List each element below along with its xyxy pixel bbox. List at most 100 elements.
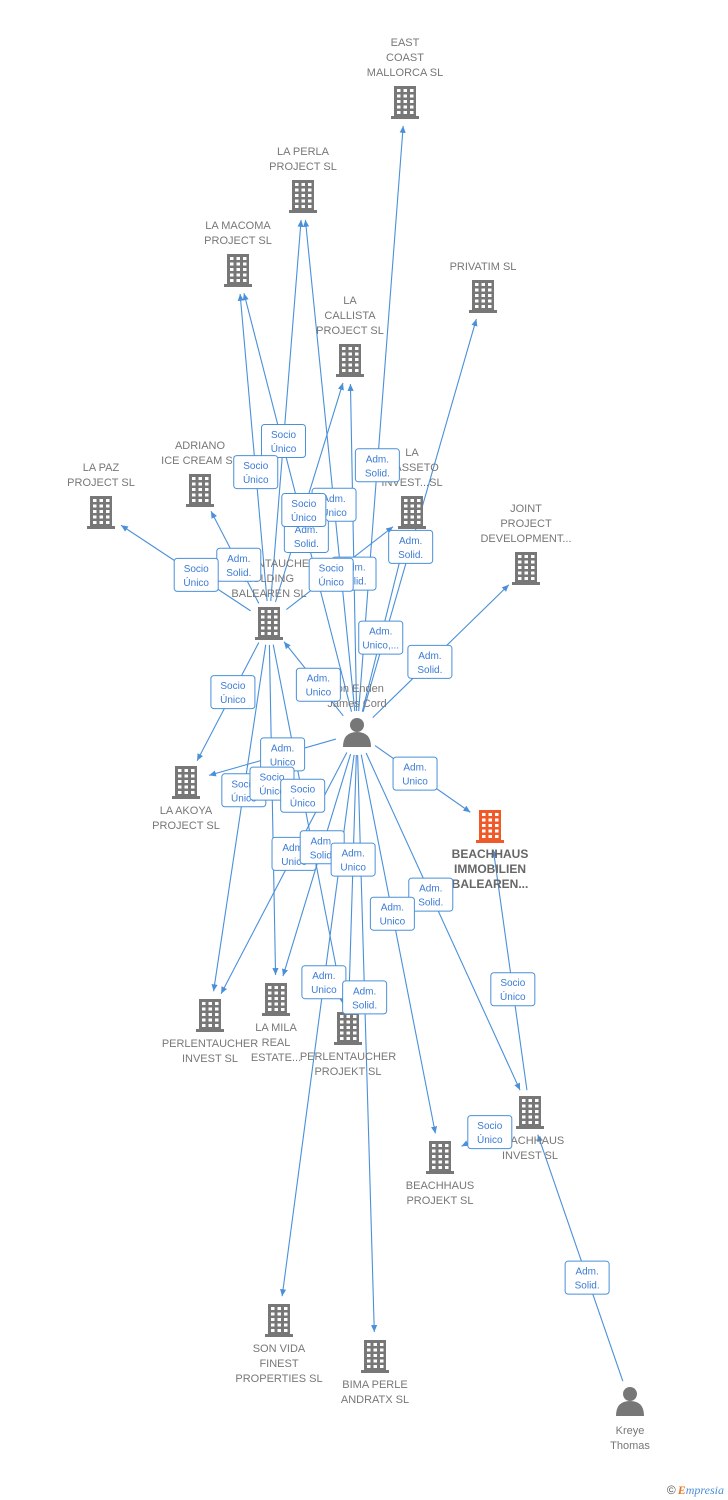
edge-label-line: Adm. xyxy=(282,843,305,854)
node-bima[interactable]: BIMA PERLE ANDRATX SL xyxy=(341,1340,409,1406)
node-label-line: EAST xyxy=(391,37,420,49)
node-label-line: PROJECT SL xyxy=(152,820,220,832)
edge-label-line: Socio xyxy=(477,1121,502,1132)
edge-label-line: Adm. xyxy=(381,903,404,914)
node-label-line: PROJECT xyxy=(500,518,552,530)
edge-label-line: Unico xyxy=(380,917,406,928)
building-icon xyxy=(255,607,283,640)
edge-label-vonenden-holding[interactable]: Adm.Unico xyxy=(295,667,341,702)
edge-label-vonenden-binvest[interactable]: Adm. Solid. xyxy=(408,877,454,912)
edge-label-line: Único xyxy=(318,576,344,589)
building-icon xyxy=(224,254,252,287)
node-privatim[interactable]: PRIVATIM SL xyxy=(450,261,517,313)
edge-label-vonenden-masseto[interactable]: Adm.Unico,... xyxy=(358,620,404,655)
edge-label-line: Único xyxy=(259,785,285,798)
edge-label-line: Solid. xyxy=(418,898,443,909)
edge-label-line: Único xyxy=(243,473,269,486)
building-icon xyxy=(336,344,364,377)
edge-label-vonenden-bima[interactable]: Adm. Solid. xyxy=(342,980,388,1015)
edge-label-vonenden-privatim[interactable]: Adm.Solid. xyxy=(388,529,434,564)
building-icon xyxy=(512,552,540,585)
edge-label-line: Adm. xyxy=(419,884,442,895)
edge-label-vonenden-beachimmo[interactable]: Adm.Unico xyxy=(392,756,438,791)
edge-binvest-beachimmo xyxy=(491,849,528,1091)
node-label-line: ANDRATX SL xyxy=(341,1394,409,1406)
node-label-line: BEACHHAUS xyxy=(452,847,529,861)
node-label-line: CALLISTA xyxy=(324,310,376,322)
node-label-line: LA MACOMA xyxy=(205,220,271,232)
node-label-line: PRIVATIM SL xyxy=(450,261,517,273)
node-joint[interactable]: JOINTPROJECTDEVELOPMENT... xyxy=(480,503,572,585)
edge-label-vonenden-east[interactable]: Adm.Solid. xyxy=(354,448,400,483)
node-label-line: BIMA PERLE xyxy=(342,1379,407,1391)
edge-label-vonenden-macoma[interactable]: Adm.Solid. xyxy=(283,518,329,553)
node-label-line: BEACHHAUS xyxy=(496,1135,564,1147)
edge-label-holding-adriano[interactable]: Adm.Solid. xyxy=(216,547,262,582)
edge-label-kreye-binvest[interactable]: Adm.Solid. xyxy=(564,1260,610,1295)
edge-label-line: Socio xyxy=(184,564,209,575)
edge-label-vonenden-akoya[interactable]: Adm.Unico xyxy=(260,737,306,772)
empresia-brand[interactable]: ©Empresia xyxy=(667,1483,724,1498)
edge-label-line: Adm. xyxy=(353,986,376,997)
node-label-line: PROJEKT SL xyxy=(314,1066,381,1078)
edge-holding-macoma xyxy=(237,293,268,602)
edge-label-line: Único xyxy=(183,576,209,589)
person-icon xyxy=(616,1387,644,1416)
node-label-line: COAST xyxy=(386,52,424,64)
edge-label-line: Adm. xyxy=(312,971,335,982)
edge-label-line: Único xyxy=(477,1133,503,1146)
edge-label-line: Unico xyxy=(321,508,347,519)
edge-label-vonenden-joint[interactable]: Adm.Solid. xyxy=(407,644,453,679)
building-icon xyxy=(391,86,419,119)
edge-label-vonenden-bprojekt[interactable]: Adm. Unico xyxy=(369,896,415,931)
edge-label-vonenden-sonvida[interactable]: Adm.Unico xyxy=(301,965,347,1000)
building-icon xyxy=(196,999,224,1032)
edge-vonenden-mila xyxy=(282,753,352,977)
node-label-line: ESTATE... xyxy=(251,1052,301,1064)
building-icon xyxy=(516,1096,544,1129)
edge-holding-mila xyxy=(268,644,279,976)
edge-vonenden-binvest xyxy=(365,752,521,1091)
edge-label-line: Único xyxy=(271,442,297,455)
edge-label-line: Solid. xyxy=(352,1000,377,1011)
edge-label-line: Unico xyxy=(340,863,366,874)
node-label-line: Kreye xyxy=(616,1425,645,1437)
edge-label-vonenden-pprojekt[interactable]: Adm.Unico xyxy=(330,842,376,877)
node-beachimmo[interactable]: BEACHHAUSIMMOBILIENBALEAREN... xyxy=(452,810,529,891)
node-mila[interactable]: LA MILAREALESTATE... xyxy=(251,983,301,1064)
edge-label-line: Unico xyxy=(402,777,428,788)
node-label-line: BALEAREN... xyxy=(452,877,529,891)
edge-label-line: Solid. xyxy=(417,665,442,676)
edge-label-line: Solid. xyxy=(226,568,251,579)
building-icon xyxy=(262,983,290,1016)
edge-label-line: Socio xyxy=(243,461,268,472)
edge-label-line: Adm. xyxy=(322,494,345,505)
